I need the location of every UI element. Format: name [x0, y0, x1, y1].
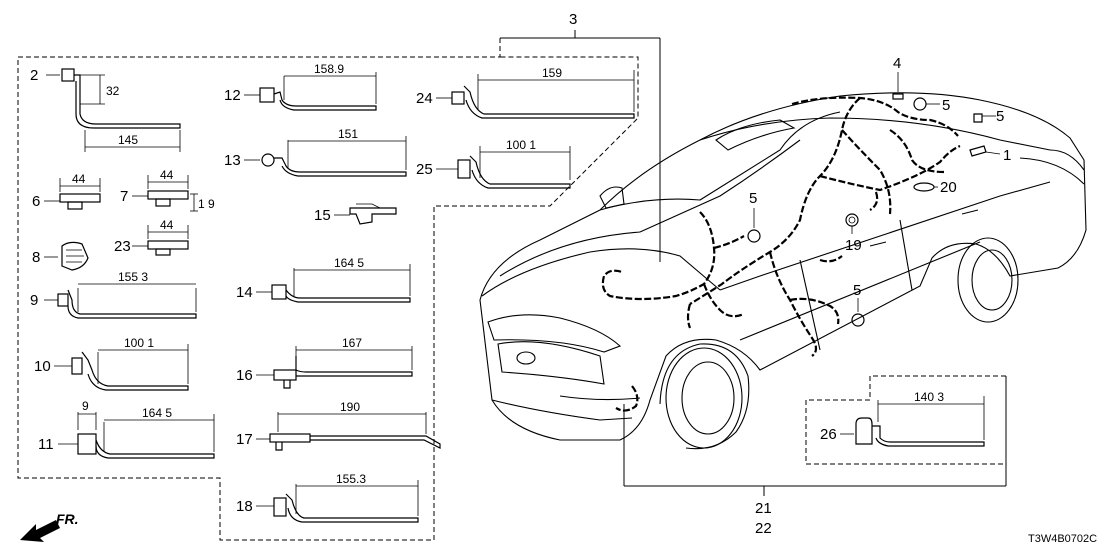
callout-18: 18 [236, 498, 253, 515]
diagram-code: T3W4B0702C [1028, 533, 1097, 545]
dim-10: 100 1 [124, 336, 154, 350]
dim-7-height: 1 9 [198, 197, 215, 211]
part-10-clip: 10 100 1 [34, 336, 189, 391]
callout-4: 4 [893, 55, 901, 72]
part-6-clip: 6 44 [32, 172, 101, 210]
part-13-clip: 13 151 [224, 127, 407, 177]
front-direction-label: FR. [56, 511, 79, 527]
part-5-bolt-lower [851, 298, 865, 327]
dim-7: 44 [160, 168, 174, 182]
dim-16: 167 [342, 336, 362, 350]
car-body-outline [479, 92, 1087, 450]
callout-21: 21 [755, 500, 772, 517]
dim-23: 44 [160, 218, 174, 232]
callout-10: 10 [34, 358, 51, 375]
callout-15: 15 [314, 207, 331, 224]
callout-2: 2 [30, 67, 38, 84]
callout-7: 7 [120, 188, 128, 205]
part-26-clip: 26 140 3 [820, 390, 985, 447]
part-25-clip: 25 100 1 [416, 138, 571, 189]
part-9-clip: 9 155 3 [30, 270, 197, 319]
part-23-clip: 23 44 [114, 218, 189, 256]
part-26-box [805, 375, 1007, 465]
part-20-pad [913, 182, 938, 192]
dim-6: 44 [72, 172, 86, 186]
part-21-22-leader [623, 376, 1007, 496]
dim-17: 190 [340, 400, 360, 414]
callout-11: 11 [38, 436, 54, 453]
front-direction-arrow [20, 520, 60, 542]
dim-26: 140 3 [914, 390, 944, 404]
callout-20: 20 [940, 179, 957, 196]
callout-5-a: 5 [942, 97, 950, 114]
dim-25: 100 1 [506, 138, 536, 152]
part-12-clip: 12 158.9 [224, 62, 377, 111]
part-24-clip: 24 159 [416, 66, 635, 119]
dim-12: 158.9 [314, 62, 344, 76]
callout-23: 23 [114, 238, 131, 255]
callout-5-b: 5 [996, 108, 1004, 125]
part-18-clip: 18 155.3 [236, 472, 419, 523]
part-5-bolt-mid [747, 208, 761, 243]
dim-2-height: 32 [106, 84, 120, 98]
callout-22: 22 [755, 520, 772, 537]
dim-11-width: 9 [82, 399, 89, 413]
dim-9: 155 3 [118, 270, 148, 284]
callout-1: 1 [1003, 147, 1011, 164]
dim-14: 164 5 [334, 256, 364, 270]
dim-11-length: 164 5 [142, 406, 172, 420]
part-4-clip [892, 72, 904, 100]
callout-13: 13 [224, 152, 241, 169]
callout-16: 16 [236, 367, 253, 384]
part-15-bracket: 15 [314, 203, 397, 225]
dim-13: 151 [338, 127, 358, 141]
callout-9: 9 [30, 292, 38, 309]
part-1-clip [969, 145, 1001, 157]
part-8-grommet: 8 [32, 241, 89, 271]
dim-24: 159 [542, 66, 562, 80]
part-5-bolt-upper-a [913, 97, 940, 111]
dim-18: 155.3 [336, 472, 366, 486]
part-19-grommet [845, 213, 859, 234]
dim-2-length: 145 [118, 133, 138, 147]
callout-12: 12 [224, 87, 241, 104]
callout-25: 25 [416, 161, 433, 178]
part-14-clip: 14 164 5 [236, 256, 411, 303]
part-17-clip: 17 190 [236, 400, 441, 451]
part-11-clip: 11 9 164 5 [38, 399, 215, 459]
part-7-clip: 7 44 1 9 [120, 168, 215, 212]
part-5-bolt-upper-b [973, 113, 996, 123]
wire-harness-route [601, 96, 961, 412]
part-2-clip: 2 32 145 [30, 67, 181, 152]
group-3-boundary [17, 30, 661, 541]
callout-24: 24 [416, 90, 433, 107]
callout-5-d: 5 [853, 282, 861, 299]
part-16-clip: 16 167 [236, 336, 413, 389]
callout-14: 14 [236, 284, 253, 301]
callout-6: 6 [32, 193, 40, 210]
callout-5-c: 5 [749, 190, 757, 207]
callout-19: 19 [845, 237, 862, 254]
callout-17: 17 [236, 431, 253, 448]
callout-3: 3 [569, 11, 577, 28]
callout-26: 26 [820, 426, 837, 443]
callout-8: 8 [32, 249, 40, 266]
